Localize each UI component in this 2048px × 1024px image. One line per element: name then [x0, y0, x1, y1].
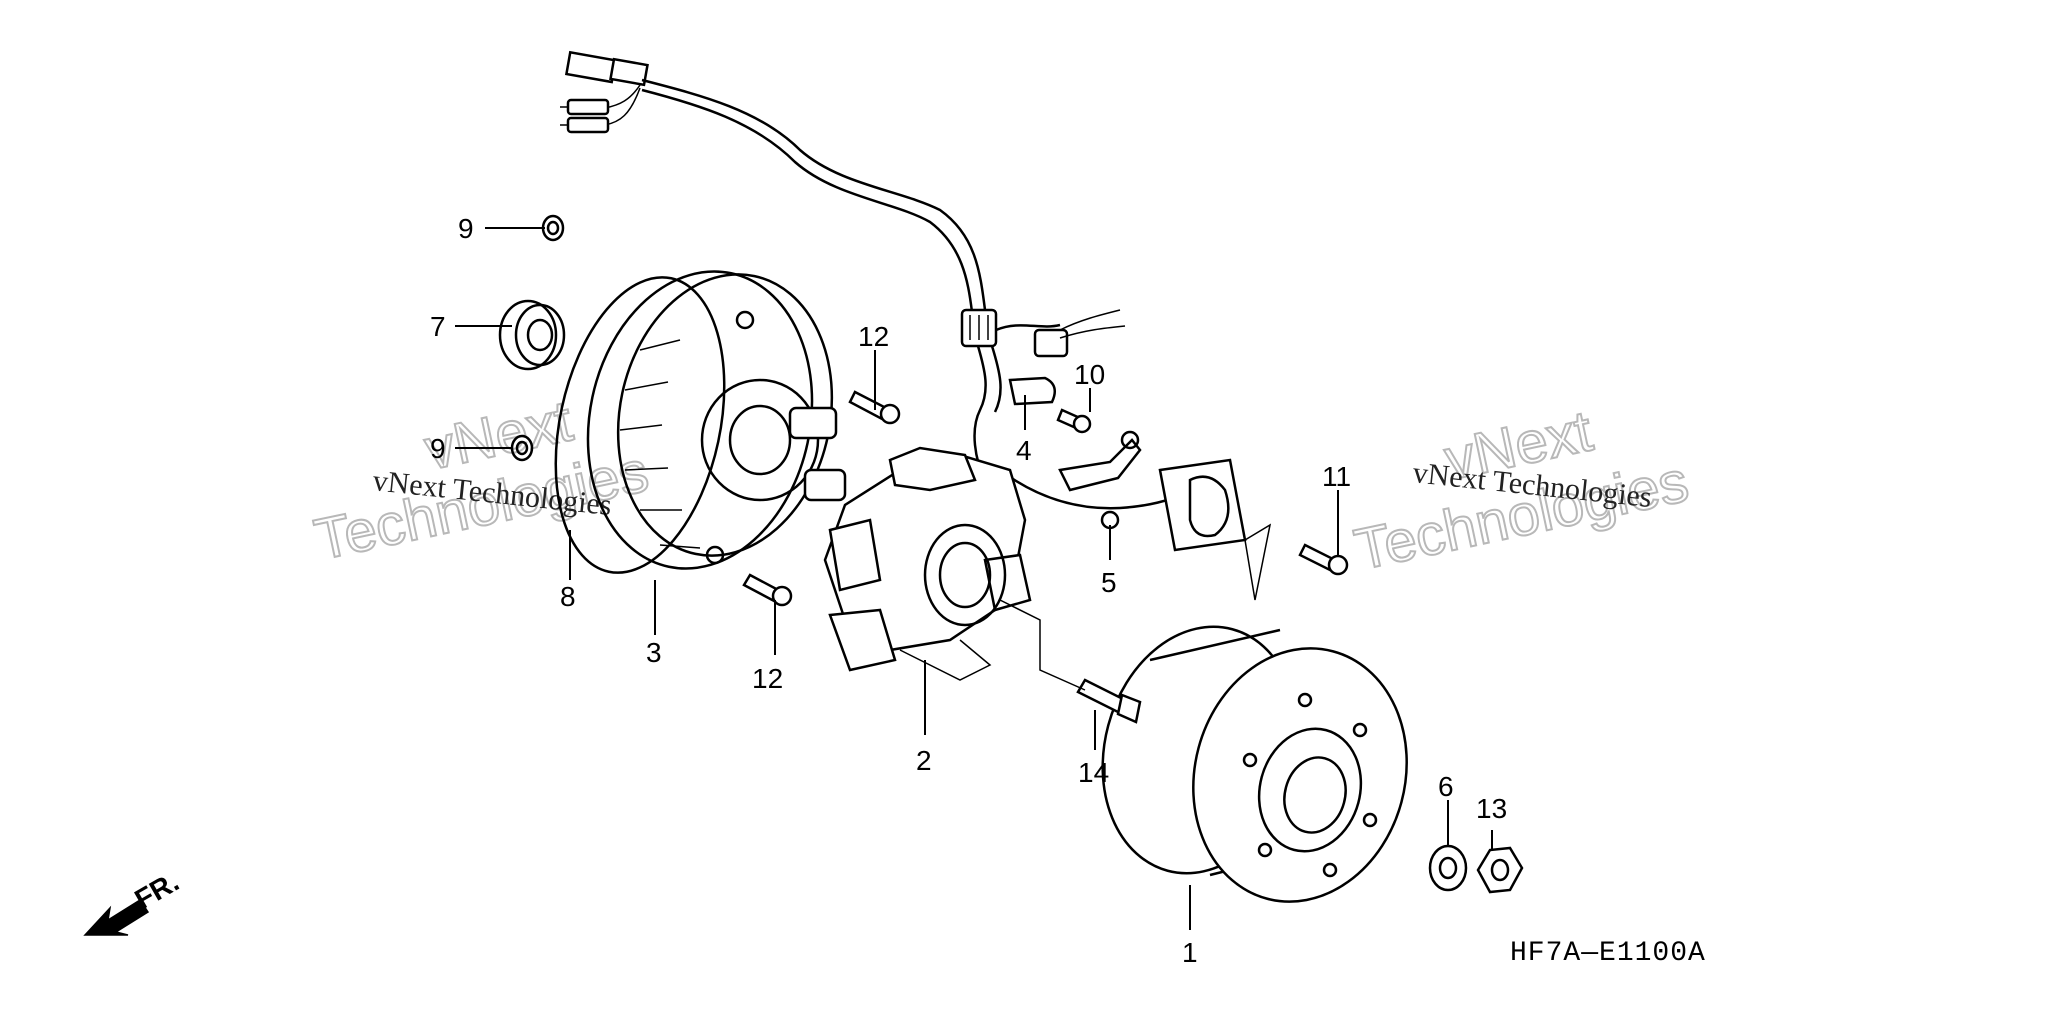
wiring-harness — [560, 50, 1247, 552]
callout-13: 13 — [1476, 793, 1507, 824]
stator — [823, 446, 1032, 681]
callout-3: 3 — [646, 637, 662, 668]
o-ring-9-top — [541, 214, 565, 242]
callout-9-top: 9 — [458, 213, 474, 244]
callout-4: 4 — [1016, 435, 1032, 466]
callout-9-middle: 9 — [430, 433, 446, 464]
callout-14: 14 — [1078, 757, 1109, 788]
callout-8: 8 — [560, 581, 576, 612]
bolt-14 — [1076, 678, 1142, 724]
callout-6: 6 — [1438, 771, 1454, 802]
bolt-12-bottom — [742, 573, 793, 607]
watermark-left: vNext Technologies vNext Technologies — [308, 387, 655, 573]
arrow-icon — [83, 898, 150, 936]
leader-lines — [455, 227, 1493, 930]
callout-12-top: 12 — [858, 321, 889, 352]
callout-1: 1 — [1182, 937, 1198, 968]
front-direction-arrow: FR. — [83, 866, 184, 936]
washer-6 — [1428, 844, 1468, 892]
bolt-11 — [1298, 543, 1349, 576]
callout-5: 5 — [1101, 567, 1117, 598]
watermark-right: vNext Technologies vNext Technologies — [1348, 397, 1695, 583]
callout-2: 2 — [916, 745, 932, 776]
callout-10: 10 — [1074, 359, 1105, 390]
callout-11: 11 — [1322, 461, 1351, 492]
flywheel — [1101, 625, 1408, 903]
callout-7: 7 — [430, 311, 446, 342]
nut-13 — [1476, 846, 1524, 894]
callout-12-bottom: 12 — [752, 663, 783, 694]
bolt-12-top — [848, 390, 901, 425]
diagram-code: HF7A—E1100A — [1510, 938, 1706, 969]
left-crankcase-cover — [554, 270, 847, 574]
bolt-10 — [1056, 408, 1092, 434]
oil-seal-7 — [498, 299, 566, 371]
